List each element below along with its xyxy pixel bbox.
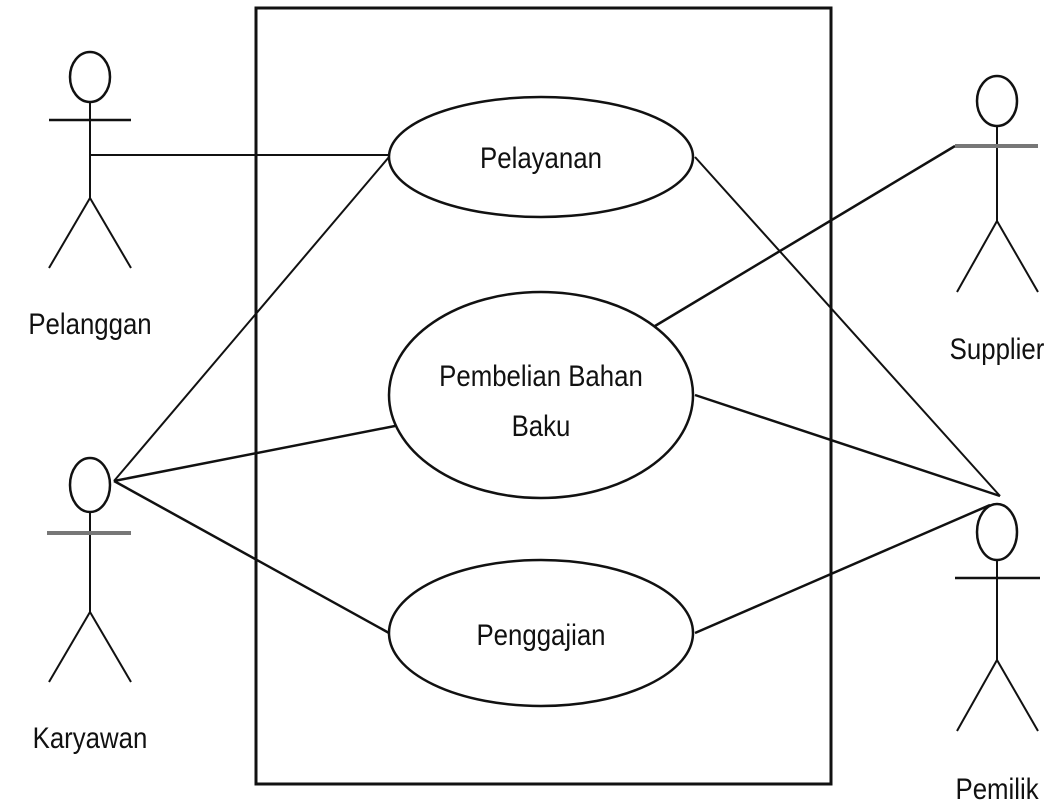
association-pelanggan-pelayanan xyxy=(89,120,388,156)
use-case-penggajian: Penggajian xyxy=(387,558,695,708)
use-case-ellipse xyxy=(387,290,695,500)
stick-figure-icon xyxy=(48,50,132,269)
actor-label: Supplier xyxy=(950,332,1045,365)
use-case-ellipse xyxy=(387,558,695,708)
association-karyawan-pembelian xyxy=(113,423,401,483)
association-supplier-pembelian xyxy=(654,144,956,328)
association-pemilik-pembelian xyxy=(694,393,1001,498)
actor-label: Pemilik xyxy=(956,772,1040,805)
actor-pemilik: Pemilik xyxy=(955,502,1040,805)
system-boundary xyxy=(254,6,833,786)
stick-figure-icon xyxy=(955,502,1040,732)
stick-figure-icon xyxy=(47,456,132,683)
use-case-pelayanan: Pelayanan xyxy=(387,95,695,219)
actor-label: Karyawan xyxy=(33,721,148,754)
stick-figure-icon xyxy=(955,74,1039,293)
association-pemilik-penggajian xyxy=(694,503,991,635)
association-karyawan-pelayanan xyxy=(113,156,390,482)
use-case-label-line-1: Pembelian Bahan xyxy=(439,359,643,392)
association-karyawan-penggajian xyxy=(113,479,390,635)
actor-pelanggan: Pelanggan xyxy=(28,50,152,340)
use-case-label: Pelayanan xyxy=(480,141,602,174)
actor-supplier: Supplier xyxy=(950,74,1045,365)
actor-karyawan: Karyawan xyxy=(33,456,148,754)
use-case-label: Penggajian xyxy=(476,618,605,651)
use-case-pembelian-bahan-baku: Pembelian Bahan Baku xyxy=(387,290,695,500)
association-pemilik-pelayanan xyxy=(694,156,1001,497)
use-case-ellipse xyxy=(387,95,695,219)
actor-label: Pelanggan xyxy=(28,307,151,340)
associations xyxy=(89,120,1001,635)
use-case-label-line-2: Baku xyxy=(512,409,571,442)
